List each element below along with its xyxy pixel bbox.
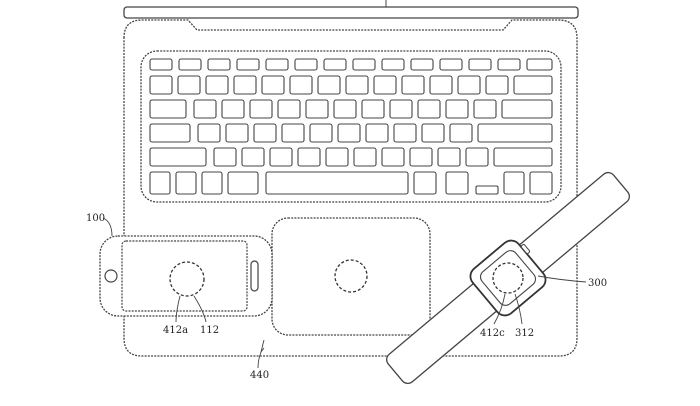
keyboard-key bbox=[445, 99, 469, 119]
keyboard-key bbox=[449, 123, 473, 143]
trackpad bbox=[271, 217, 431, 336]
keyboard-key bbox=[227, 171, 259, 195]
keyboard-key bbox=[413, 171, 437, 195]
keyboard-key bbox=[253, 123, 277, 143]
keyboard-key bbox=[497, 58, 521, 71]
leader-lines bbox=[102, 217, 587, 369]
keyboard-key bbox=[468, 58, 492, 71]
label-trackpad-surface: 440 bbox=[250, 370, 269, 381]
keyboard-key bbox=[225, 123, 249, 143]
keyboard-key bbox=[201, 171, 223, 195]
keyboard-key bbox=[475, 185, 499, 195]
keyboard-key bbox=[381, 147, 405, 167]
keyboard-key bbox=[175, 171, 197, 195]
keyboard-key bbox=[236, 58, 260, 71]
keyboard-key bbox=[373, 75, 397, 95]
keyboard-key bbox=[205, 75, 229, 95]
keyboard-key bbox=[323, 58, 347, 71]
keyboard-key bbox=[401, 75, 425, 95]
reference-labels: 100 412a 112 440 412c 312 300 bbox=[86, 213, 607, 381]
keyboard-key bbox=[149, 147, 207, 167]
keyboard-key bbox=[269, 147, 293, 167]
keyboard-key bbox=[333, 99, 357, 119]
keyboard-key bbox=[421, 123, 445, 143]
keyboard-key bbox=[439, 58, 463, 71]
keyboard-key bbox=[325, 147, 349, 167]
phone-screen bbox=[121, 240, 248, 312]
watch-crown bbox=[520, 244, 531, 255]
keyboard-key bbox=[381, 58, 405, 71]
keyboard-key bbox=[261, 75, 285, 95]
keyboard-key bbox=[149, 75, 173, 95]
keyboard-key bbox=[513, 75, 553, 95]
keyboard-key bbox=[465, 147, 489, 167]
keyboard-key bbox=[241, 147, 265, 167]
phone-device bbox=[99, 235, 273, 317]
keyboard-key bbox=[389, 99, 413, 119]
keyboard-key bbox=[473, 99, 497, 119]
keyboard-key bbox=[233, 75, 257, 95]
trackpad-coil bbox=[334, 259, 368, 293]
keyboard-keys bbox=[149, 58, 553, 195]
label-phone-receiver: 112 bbox=[200, 325, 219, 336]
keyboard-key bbox=[353, 147, 377, 167]
keyboard-key bbox=[361, 99, 385, 119]
watch-device bbox=[386, 171, 630, 385]
keyboard-key bbox=[277, 99, 301, 119]
watch-screen bbox=[479, 250, 537, 306]
keyboard-key bbox=[305, 99, 329, 119]
watch-coil bbox=[492, 262, 524, 294]
keyboard-key bbox=[477, 123, 553, 143]
keyboard-key bbox=[493, 147, 553, 167]
label-coil-watch: 412c bbox=[480, 328, 505, 339]
keyboard-key bbox=[265, 171, 409, 195]
keyboard-key bbox=[445, 171, 469, 195]
keyboard-key bbox=[501, 99, 553, 119]
keyboard-key bbox=[309, 123, 333, 143]
phone-speaker bbox=[250, 260, 259, 292]
label-device-watch: 300 bbox=[588, 278, 607, 289]
keyboard-key bbox=[281, 123, 305, 143]
phone-home-button bbox=[104, 269, 118, 283]
keyboard-key bbox=[177, 75, 201, 95]
keyboard-key bbox=[213, 147, 237, 167]
keyboard-key bbox=[249, 99, 273, 119]
label-device-phone: 100 bbox=[86, 213, 105, 224]
keyboard-key bbox=[317, 75, 341, 95]
keyboard-key bbox=[345, 75, 369, 95]
laptop-lid-edge bbox=[123, 0, 579, 19]
keyboard-key bbox=[529, 171, 553, 195]
keyboard-key bbox=[149, 58, 173, 71]
keyboard-key bbox=[149, 123, 191, 143]
keyboard-key bbox=[457, 75, 481, 95]
keyboard-key bbox=[485, 75, 509, 95]
keyboard-key bbox=[337, 123, 361, 143]
keyboard-key bbox=[289, 75, 313, 95]
phone-coil bbox=[169, 261, 205, 297]
keyboard-key bbox=[503, 171, 525, 195]
keyboard-key bbox=[429, 75, 453, 95]
keyboard-key bbox=[365, 123, 389, 143]
keyboard-key bbox=[207, 58, 231, 71]
keyboard-key bbox=[409, 147, 433, 167]
label-watch-receiver: 312 bbox=[515, 328, 534, 339]
keyboard-key bbox=[221, 99, 245, 119]
keyboard-key bbox=[149, 171, 171, 195]
keyboard-key bbox=[149, 99, 187, 119]
label-coil-phone: 412a bbox=[163, 325, 188, 336]
keyboard-key bbox=[178, 58, 202, 71]
keyboard-key bbox=[526, 58, 553, 71]
keyboard-key bbox=[437, 147, 461, 167]
keyboard-key bbox=[417, 99, 441, 119]
keyboard-key bbox=[297, 147, 321, 167]
keyboard-key bbox=[294, 58, 318, 71]
keyboard-key bbox=[193, 99, 217, 119]
keyboard-key bbox=[265, 58, 289, 71]
keyboard-key bbox=[352, 58, 376, 71]
keyboard-key bbox=[410, 58, 434, 71]
keyboard-key bbox=[197, 123, 221, 143]
keyboard-key bbox=[393, 123, 417, 143]
keyboard bbox=[140, 50, 562, 203]
